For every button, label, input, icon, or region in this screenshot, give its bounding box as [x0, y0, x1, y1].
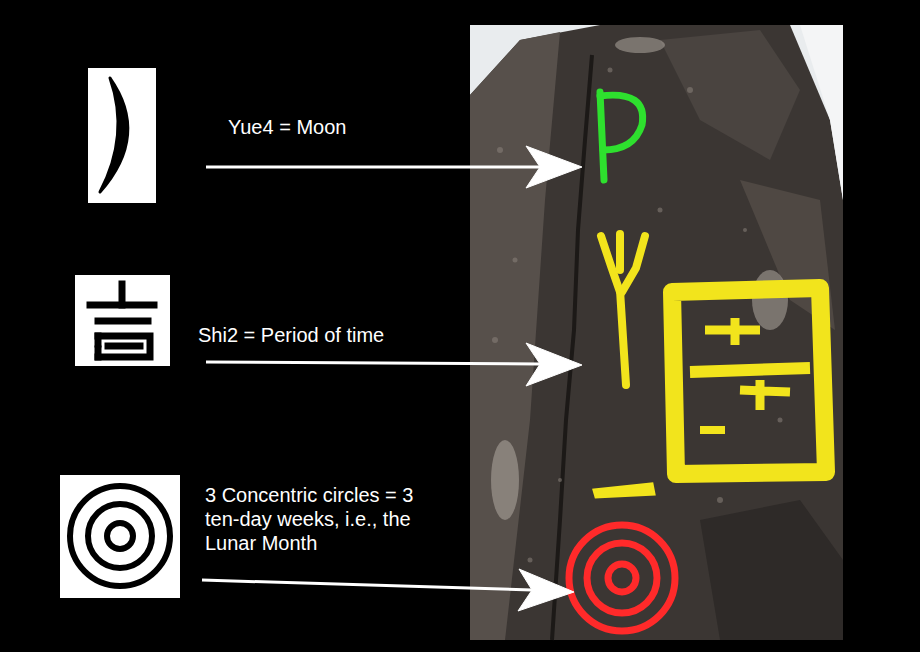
- caption-label: Yue4 = Moon: [228, 115, 528, 139]
- leader-arrow: [202, 569, 574, 611]
- circles-tracing: [569, 525, 675, 631]
- leader-arrow: [206, 146, 582, 188]
- frame-tracing: [672, 288, 826, 474]
- caption-label: 3 Concentric circles = 3 ten-day weeks, …: [205, 483, 420, 555]
- concentric-glyph-box: [60, 475, 180, 598]
- rock-photo: [470, 25, 843, 640]
- trident-tracing: [601, 234, 645, 385]
- shi-glyph-box: [75, 275, 170, 366]
- caption-label: Shi2 = Period of time: [198, 323, 518, 347]
- dash-tracing: [594, 484, 654, 497]
- leader-arrow: [206, 343, 582, 386]
- moon-glyph-box: [88, 68, 156, 203]
- moon-tracing: [600, 92, 643, 180]
